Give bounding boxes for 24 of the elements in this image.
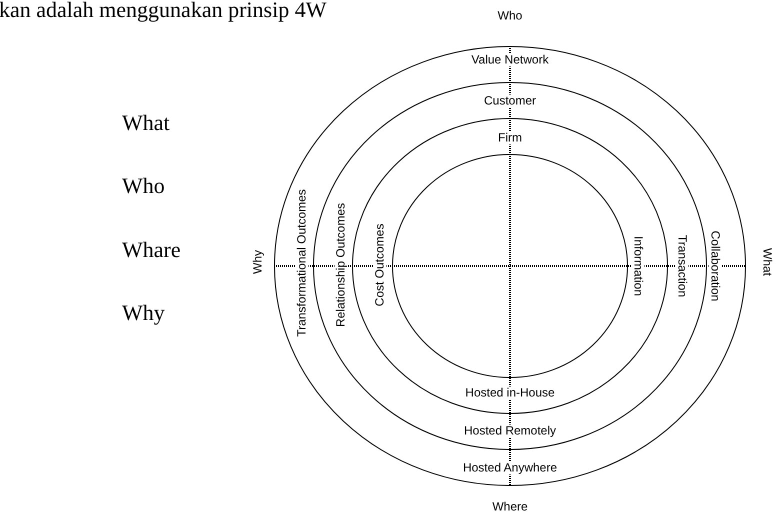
heading-word: What [122,111,170,135]
ring-label: Relationship Outcomes [334,202,348,328]
ring-label: Value Network [470,54,550,66]
ring-label: Hosted in-House [464,386,556,400]
ring-label: Transformational Outcomes [296,188,308,338]
ring-label: Firm [497,132,523,144]
heading-word: Who [122,174,165,198]
heading-word: Why [122,301,165,325]
ring-label: Customer [483,94,537,108]
ring-label: Hosted Remotely [462,424,558,438]
axis-label: Who [498,10,522,22]
axis-label: Why [252,250,264,274]
axis-label: What [760,248,774,276]
ring-ellipse [352,118,668,414]
ring-label: Transaction [676,234,688,298]
ring-ellipse [274,46,746,486]
inner-ellipse [392,154,628,378]
heading-word: Whare [122,238,181,262]
ring-label: Hosted Anywhere [462,462,558,474]
ring-label: Cost Outcomes [374,222,386,308]
ring-ellipse [313,82,707,450]
axis-label: Where [492,500,528,514]
ring-label: Collaboration [708,230,722,302]
ring-label: Information [632,234,644,298]
